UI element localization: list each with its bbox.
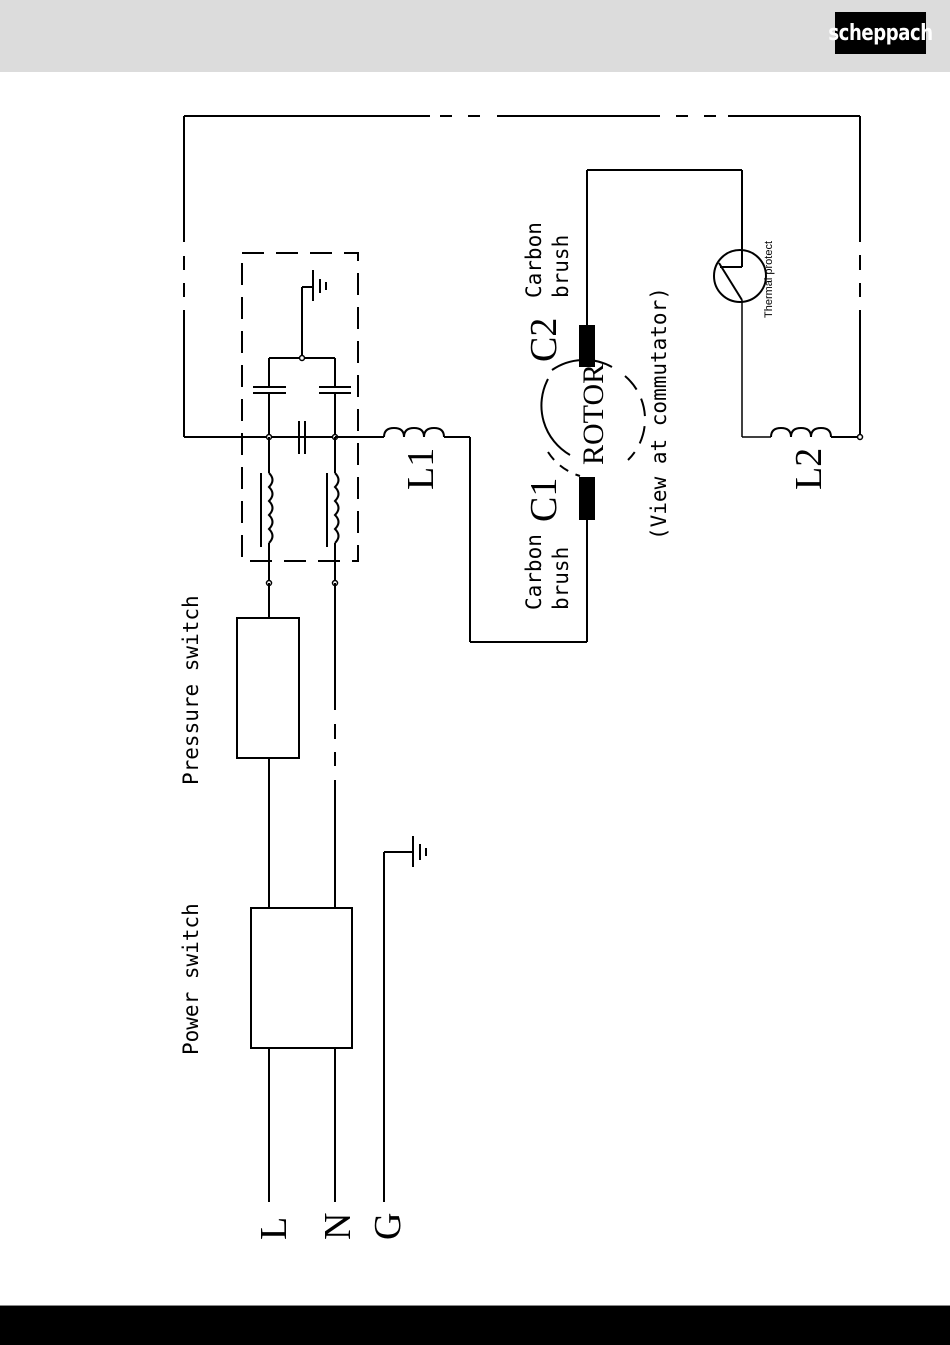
ground-icon-chassis [413,836,426,867]
c2-label: C2 [523,318,565,362]
terminal-l-label: L [253,1217,295,1240]
carbon-brush-1-line2: brush [549,547,573,610]
carbon-brush-2-line1: Carbon [522,222,546,298]
terminal-g-label: G [367,1213,409,1240]
ground-wire [384,836,426,1202]
emi-filter [253,270,351,586]
l1-label: L1 [400,448,442,490]
motor [541,170,742,520]
power-switch-label: Power switch [179,903,203,1055]
emi-filter-box [242,253,358,561]
carbon-brush-2-line2: brush [549,235,573,298]
power-switch-box [251,908,352,1048]
terminal-n-label: N [317,1213,359,1240]
view-note-label: (View at commutator) [647,287,671,540]
ground-icon-filter [313,270,326,301]
page-footer [0,1305,950,1345]
l2-label: L2 [788,448,830,490]
c1-label: C1 [523,478,565,522]
rotor-label: ROTOR [577,364,610,465]
carbon-brush-c1 [579,477,595,520]
inductor-l2 [742,428,863,440]
pressure-switch-label: Pressure switch [179,595,203,785]
carbon-brush-1-line1: Carbon [522,534,546,610]
thermal-protect-label: Thermal protect [763,241,775,318]
thermal-protector-icon [714,250,766,437]
pressure-switch-box [237,618,299,758]
